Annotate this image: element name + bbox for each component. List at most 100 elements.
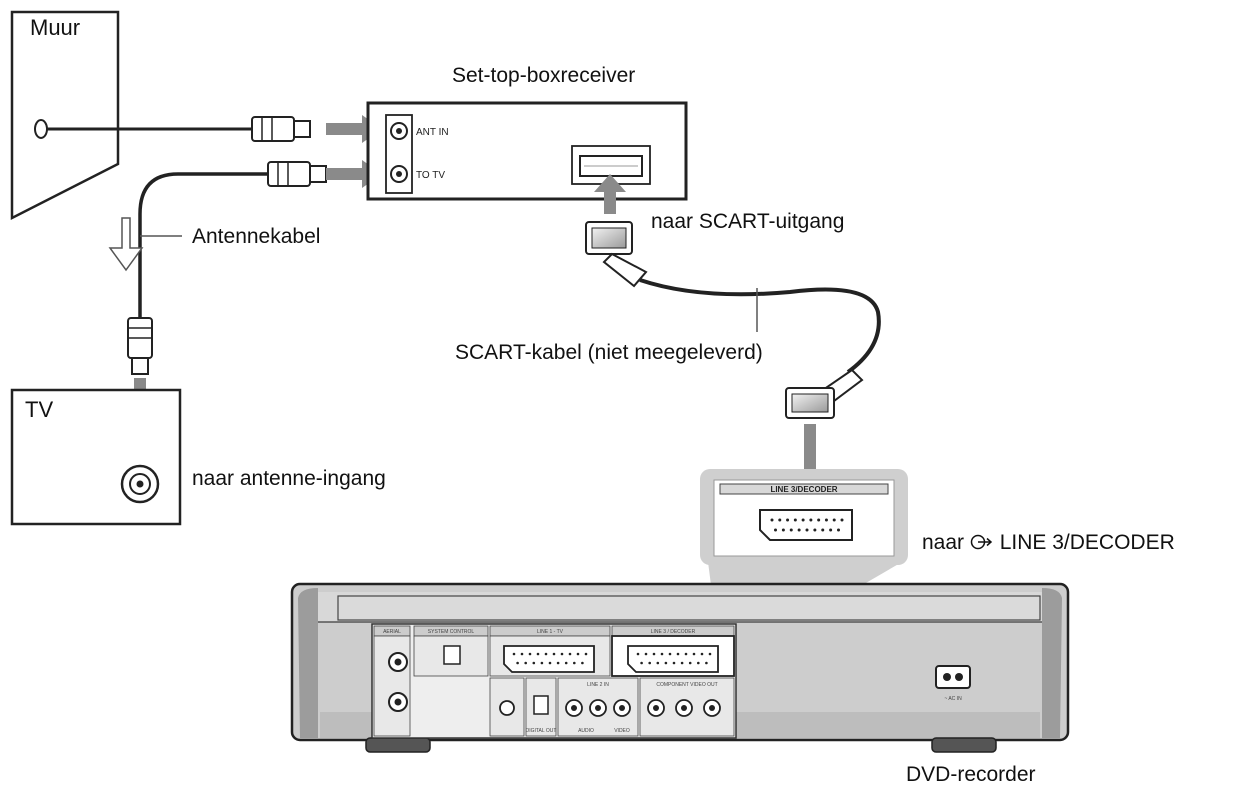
line1-scart-socket xyxy=(503,645,595,673)
scart-pin xyxy=(700,652,704,656)
wall-socket xyxy=(34,119,48,139)
tv-antenna-socket-pin xyxy=(136,480,144,488)
scart-cable-label: SCART-kabel (niet meegeleverd) xyxy=(455,341,763,364)
tv-label: TV xyxy=(25,397,54,422)
line3-panel-label: LINE 3 / DECODER xyxy=(651,629,696,635)
scart-pin xyxy=(676,652,680,656)
scart-pin xyxy=(556,661,560,665)
line2-audio-l-jack-pin xyxy=(595,705,601,711)
scart-pin xyxy=(636,652,640,656)
scart-pin xyxy=(512,652,516,656)
component-out-label: COMPONENT VIDEO OUT xyxy=(656,682,717,688)
scart-pin xyxy=(552,652,556,656)
stb-title: Set-top-boxreceiver xyxy=(452,64,636,87)
ac-in-label: ~ AC IN xyxy=(944,696,962,702)
line1-tv-label: LINE 1 - TV xyxy=(537,629,564,635)
dvd-recorder-label: DVD-recorder xyxy=(906,763,1036,786)
aerial-in-socket-pin xyxy=(394,658,402,666)
coax-plug-ant-in xyxy=(251,116,311,142)
antenna-cable-to-tv xyxy=(138,172,268,318)
scart-pin xyxy=(801,518,805,522)
signal-direction-arrow xyxy=(108,217,144,272)
line1-audio-jack xyxy=(499,700,515,716)
scart-pin xyxy=(576,652,580,656)
scart-pin xyxy=(660,652,664,656)
scart-pin xyxy=(684,652,688,656)
line1-scart-pins xyxy=(512,652,588,665)
scart-pin xyxy=(584,652,588,656)
zoom-label-bar xyxy=(719,483,889,495)
scart-pin xyxy=(697,661,700,665)
scart-pin xyxy=(829,528,833,532)
scart-pin xyxy=(786,518,790,522)
aerial-section xyxy=(373,635,411,737)
scart-pin xyxy=(528,652,532,656)
to-line3-text: LINE 3/DECODER xyxy=(999,531,1175,554)
wall-label: Muur xyxy=(30,15,81,40)
scart-pin xyxy=(640,661,643,665)
scart-pin xyxy=(644,652,648,656)
scart-pin xyxy=(536,652,540,656)
line3-scart-pins xyxy=(636,652,712,665)
scart-pin xyxy=(664,661,668,665)
stb-to-tv-socket-pin xyxy=(396,171,402,177)
component-pb-jack-pin xyxy=(681,705,687,711)
ac-in-socket xyxy=(935,665,971,689)
line2-audio-label: AUDIO xyxy=(578,728,594,734)
stb-ant-in-socket-pin xyxy=(396,128,402,134)
scart-pin xyxy=(789,528,793,532)
scart-pin xyxy=(652,652,656,656)
scart-pin xyxy=(797,528,801,532)
arrow-to-scart-output xyxy=(594,174,626,214)
ac-in-pin-1 xyxy=(943,673,951,681)
aerial-out-socket-pin xyxy=(394,698,402,706)
scart-pin xyxy=(770,518,774,522)
scart-pin xyxy=(581,661,584,665)
to-line3-label: naar LINE 3/DECODER xyxy=(922,531,1175,555)
scart-pin xyxy=(708,652,712,656)
stb-to-tv-label: TO TV xyxy=(416,170,445,181)
aerial-label: AERIAL xyxy=(383,629,401,635)
scart-plug-bottom xyxy=(785,368,864,419)
scart-pin xyxy=(809,518,813,522)
line2-video-jack-pin xyxy=(619,705,625,711)
scart-pin xyxy=(573,661,576,665)
zoom-line3-label: LINE 3/DECODER xyxy=(770,485,837,494)
component-pr-jack-pin xyxy=(709,705,715,711)
line2-in-label: LINE 2 IN xyxy=(587,682,609,688)
scart-pin xyxy=(672,661,676,665)
scart-pin xyxy=(680,661,684,665)
to-scart-output-label: naar SCART-uitgang xyxy=(651,210,845,233)
scart-pin xyxy=(568,652,572,656)
stb-ant-in-label: ANT IN xyxy=(416,127,449,138)
to-antenna-input-label: naar antenne-ingang xyxy=(192,467,386,490)
scart-pin xyxy=(824,518,828,522)
antenna-cable-label: Antennekabel xyxy=(192,225,321,248)
scart-pin xyxy=(813,528,817,532)
zoom-scart-socket xyxy=(759,509,853,541)
scart-pin xyxy=(781,528,785,532)
scart-pin xyxy=(532,661,536,665)
scart-pin xyxy=(793,518,797,522)
line2-audio-r-jack-pin xyxy=(571,705,577,711)
scart-pin xyxy=(840,518,844,522)
scart-pin xyxy=(524,661,527,665)
scart-pin xyxy=(817,518,821,522)
ac-in-pin-2 xyxy=(955,673,963,681)
digital-out-socket xyxy=(533,695,549,715)
scart-pin xyxy=(688,661,692,665)
scart-cable xyxy=(639,278,881,374)
scart-pin xyxy=(564,661,568,665)
scart-pin xyxy=(520,652,524,656)
scart-pin xyxy=(692,652,696,656)
scart-pin xyxy=(544,652,548,656)
coax-plug-to-tv xyxy=(267,161,327,187)
wall-shape xyxy=(10,10,120,221)
line2-video-label: VIDEO xyxy=(614,728,630,734)
to-line3-prefix: naar xyxy=(922,531,965,554)
scart-pin xyxy=(705,661,708,665)
scart-pin xyxy=(774,528,777,532)
scart-pin xyxy=(805,528,809,532)
scart-pin xyxy=(821,528,825,532)
digital-out-label: DIGITAL OUT xyxy=(526,728,557,734)
